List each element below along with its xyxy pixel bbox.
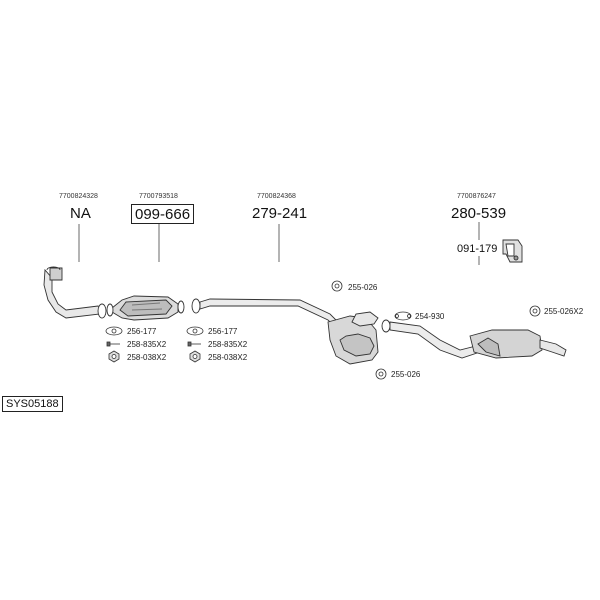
fitting-label: 255-026 bbox=[391, 370, 421, 379]
rear-gasket-icon bbox=[394, 311, 412, 321]
intermediate-pipe bbox=[191, 298, 339, 327]
oem-number: 7700793518 bbox=[139, 193, 178, 200]
fitting-label: 258-835X2 bbox=[127, 340, 167, 349]
system-code-label: SYS05188 bbox=[2, 396, 63, 412]
rear-section bbox=[381, 319, 567, 359]
middle-silencer bbox=[327, 311, 379, 365]
fitting-label: 254-930 bbox=[415, 312, 445, 321]
oem-number: 7700876247 bbox=[457, 193, 496, 200]
part-number-highlighted: 099-666 bbox=[131, 204, 195, 224]
gasket-icon bbox=[105, 326, 204, 336]
fitting-label: 256-177 bbox=[208, 327, 238, 336]
oem-number: 7700824368 bbox=[257, 193, 296, 200]
leader-lines bbox=[78, 222, 480, 265]
fitting-label: 255-026X2 bbox=[544, 307, 584, 316]
fitting-label: 258-038X2 bbox=[127, 353, 167, 362]
part-number: 280-539 bbox=[451, 205, 507, 222]
fitting-label: 255-026 bbox=[348, 283, 378, 292]
fitting-label: 256-177 bbox=[127, 327, 157, 336]
fitting-label: 258-835X2 bbox=[208, 340, 248, 349]
front-pipe bbox=[43, 266, 107, 319]
catalytic-converter bbox=[106, 295, 185, 321]
part-number: NA bbox=[70, 205, 91, 222]
clamp-icon bbox=[331, 280, 541, 380]
bracket-part bbox=[502, 239, 523, 263]
nut-icon bbox=[108, 350, 201, 363]
part-number: 279-241 bbox=[252, 205, 308, 222]
bolt-icon bbox=[106, 341, 201, 347]
oem-number: 7700824328 bbox=[59, 193, 98, 200]
bracket-part-number: 091-179 bbox=[457, 243, 498, 255]
fitting-label: 258-038X2 bbox=[208, 353, 248, 362]
